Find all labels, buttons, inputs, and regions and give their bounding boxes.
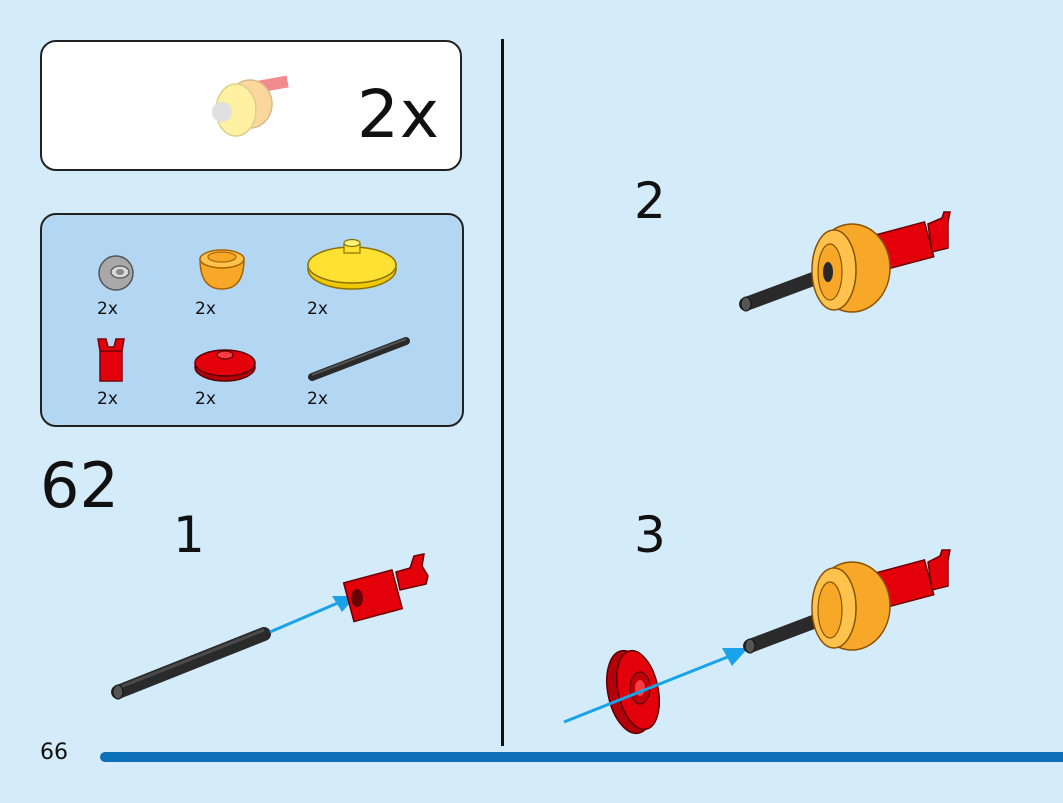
- part-qty-red-round-plate: 2x: [195, 389, 216, 409]
- step-number: 62: [40, 449, 119, 522]
- part-qty-light-gray-round: 2x: [97, 299, 118, 319]
- substep-number-3: 3: [634, 506, 666, 564]
- red-round-plate-part-image: [194, 349, 256, 382]
- subassembly-preview-image: [212, 75, 289, 137]
- part-qty-black-bar: 2x: [307, 389, 328, 409]
- substep-number-1: 1: [173, 506, 205, 564]
- substep-number-2: 2: [634, 172, 666, 230]
- part-qty-red-clip: 2x: [97, 389, 118, 409]
- page-column-divider: [501, 39, 504, 746]
- substep-3-illustration: [563, 549, 951, 735]
- subassembly-callout: 2x: [40, 40, 462, 171]
- page-number: 66: [40, 740, 68, 765]
- part-qty-orange-dome: 2x: [195, 299, 216, 319]
- footer-bar: [100, 752, 1063, 762]
- parts-list-panel: 2x 2x 2x 2x 2x 2x: [40, 213, 464, 427]
- subassembly-count: 2x: [356, 76, 440, 153]
- orange-dome-part-image: [199, 249, 245, 290]
- black-bar-part-image: [308, 337, 410, 381]
- red-clip-part-image: [97, 338, 125, 382]
- yellow-round-plate-part-image: [307, 238, 397, 290]
- substep-2-illustration: [739, 211, 951, 313]
- light-gray-round-part-image: [98, 255, 134, 291]
- substep-1-illustration: [111, 553, 429, 700]
- part-qty-yellow-round-plate: 2x: [307, 299, 328, 319]
